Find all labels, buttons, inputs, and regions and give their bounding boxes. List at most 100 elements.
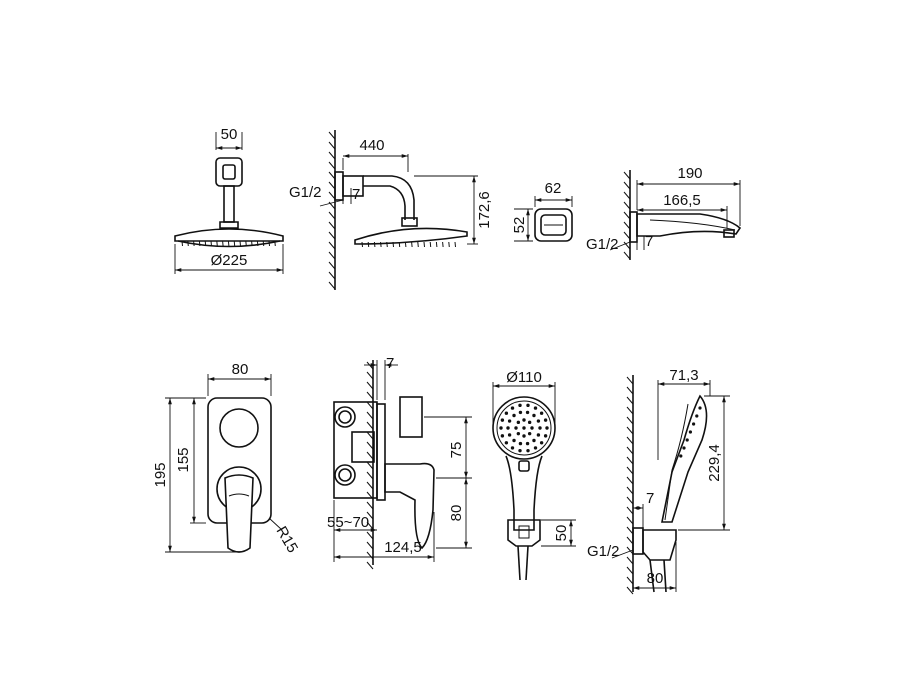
nozzle [386, 241, 388, 248]
hatch-stroke [328, 231, 336, 240]
dim-width-50: 50 [221, 126, 238, 143]
nozzle [204, 240, 207, 247]
dim-reach-166-5: 166,5 [663, 192, 701, 209]
nozzle-dot [499, 426, 503, 430]
wall-hatch [623, 171, 631, 260]
nozzle [227, 240, 230, 247]
nozzle-dot [504, 441, 509, 445]
mixer-lever-side [384, 462, 435, 550]
nozzle-dot [500, 434, 505, 438]
nozzle [222, 240, 224, 247]
hatch-stroke [623, 181, 631, 190]
hatch-stroke [328, 241, 336, 250]
hatch-stroke [366, 541, 374, 550]
spout-side-view: 190 166,5 G1/2 7 [586, 165, 742, 260]
hatch-stroke [366, 391, 374, 400]
hatch-stroke [366, 481, 374, 490]
nozzle [380, 241, 382, 248]
hatch-stroke [328, 271, 336, 280]
nozzle-dot [536, 419, 541, 423]
nozzle-dot [533, 446, 538, 450]
hatch-stroke [626, 446, 634, 455]
dim-plate-7: 7 [386, 355, 394, 372]
hatch-stroke [366, 451, 374, 460]
mixer-side-view: 7 55~70 124,5 75 80 [327, 355, 472, 570]
hatch-stroke [626, 456, 634, 465]
nozzle [429, 241, 432, 248]
nozzle-dot [525, 441, 530, 446]
dim-offset-71-3: 71,3 [669, 367, 698, 384]
wall-hatch [328, 131, 336, 290]
nozzle [210, 240, 212, 247]
dim-height-229-4: 229,4 [706, 444, 723, 482]
nozzle-dot [698, 406, 702, 410]
hatch-stroke [328, 281, 336, 290]
hatch-stroke [626, 566, 634, 575]
nozzle-dot [533, 406, 538, 410]
spray-face [492, 396, 556, 460]
dim-height-195: 195 [152, 462, 169, 487]
nozzle [256, 240, 259, 247]
hatch-stroke [626, 436, 634, 445]
hatch-stroke [328, 221, 336, 230]
wall-hatch [626, 376, 634, 595]
nozzle [233, 240, 236, 247]
hatch-stroke [328, 131, 336, 140]
hatch-stroke [328, 181, 336, 190]
wall-flange [215, 157, 243, 187]
nozzle [198, 240, 201, 247]
hatch-stroke [623, 211, 631, 220]
plate-outline [534, 208, 573, 242]
nozzle [392, 241, 394, 248]
nozzle [193, 240, 195, 247]
dim-wall-gap-7: 7 [646, 490, 654, 507]
nozzle-dot [526, 403, 530, 408]
hatch-stroke [366, 361, 374, 370]
hatch-stroke [626, 426, 634, 435]
nozzle [245, 240, 247, 247]
nozzle-dot [518, 448, 522, 453]
nozzle [454, 241, 456, 248]
hand-shower-body [661, 394, 708, 523]
dim-holder-50: 50 [553, 525, 570, 542]
hatch-stroke [626, 486, 634, 495]
nozzle-dot [532, 413, 536, 418]
nozzle-dot [527, 420, 532, 425]
hatch-stroke [626, 406, 634, 415]
nozzle-dot [685, 438, 689, 442]
nozzle-dot [512, 438, 516, 443]
dim-offset-124-5: 124,5 [384, 539, 422, 556]
nozzle-dot [504, 411, 509, 415]
hatch-stroke [328, 151, 336, 160]
hatch-stroke [366, 441, 374, 450]
hatch-stroke [626, 586, 634, 595]
nozzle [361, 241, 363, 248]
nozzle [417, 241, 419, 248]
nozzle-dot [539, 411, 544, 415]
nozzle-dot [510, 446, 515, 450]
hatch-stroke [328, 171, 336, 180]
hatch-stroke [328, 251, 336, 260]
mixer-lever [224, 474, 254, 553]
nozzle [187, 240, 189, 247]
nozzle-dot [679, 454, 683, 458]
hatch-stroke [328, 211, 336, 220]
hatch-stroke [623, 221, 631, 230]
hatch-stroke [626, 496, 634, 505]
hatch-stroke [623, 241, 631, 250]
hatch-stroke [366, 471, 374, 480]
rain-head-front-view: 50 Ø225 [174, 126, 284, 274]
nozzle [262, 240, 265, 247]
nozzle-dot [682, 446, 686, 450]
nozzle-dot [543, 418, 548, 422]
nozzle-dot [507, 419, 512, 423]
dim-base-80: 80 [647, 570, 664, 587]
hatch-stroke [366, 521, 374, 530]
nozzle [274, 240, 276, 247]
dim-diameter-225: Ø225 [211, 252, 248, 269]
nozzle [373, 241, 376, 248]
nozzle-dot [692, 422, 696, 426]
thread-label: G1/2 [289, 184, 322, 201]
nozzle-dot [522, 434, 526, 438]
nozzle [398, 241, 401, 248]
